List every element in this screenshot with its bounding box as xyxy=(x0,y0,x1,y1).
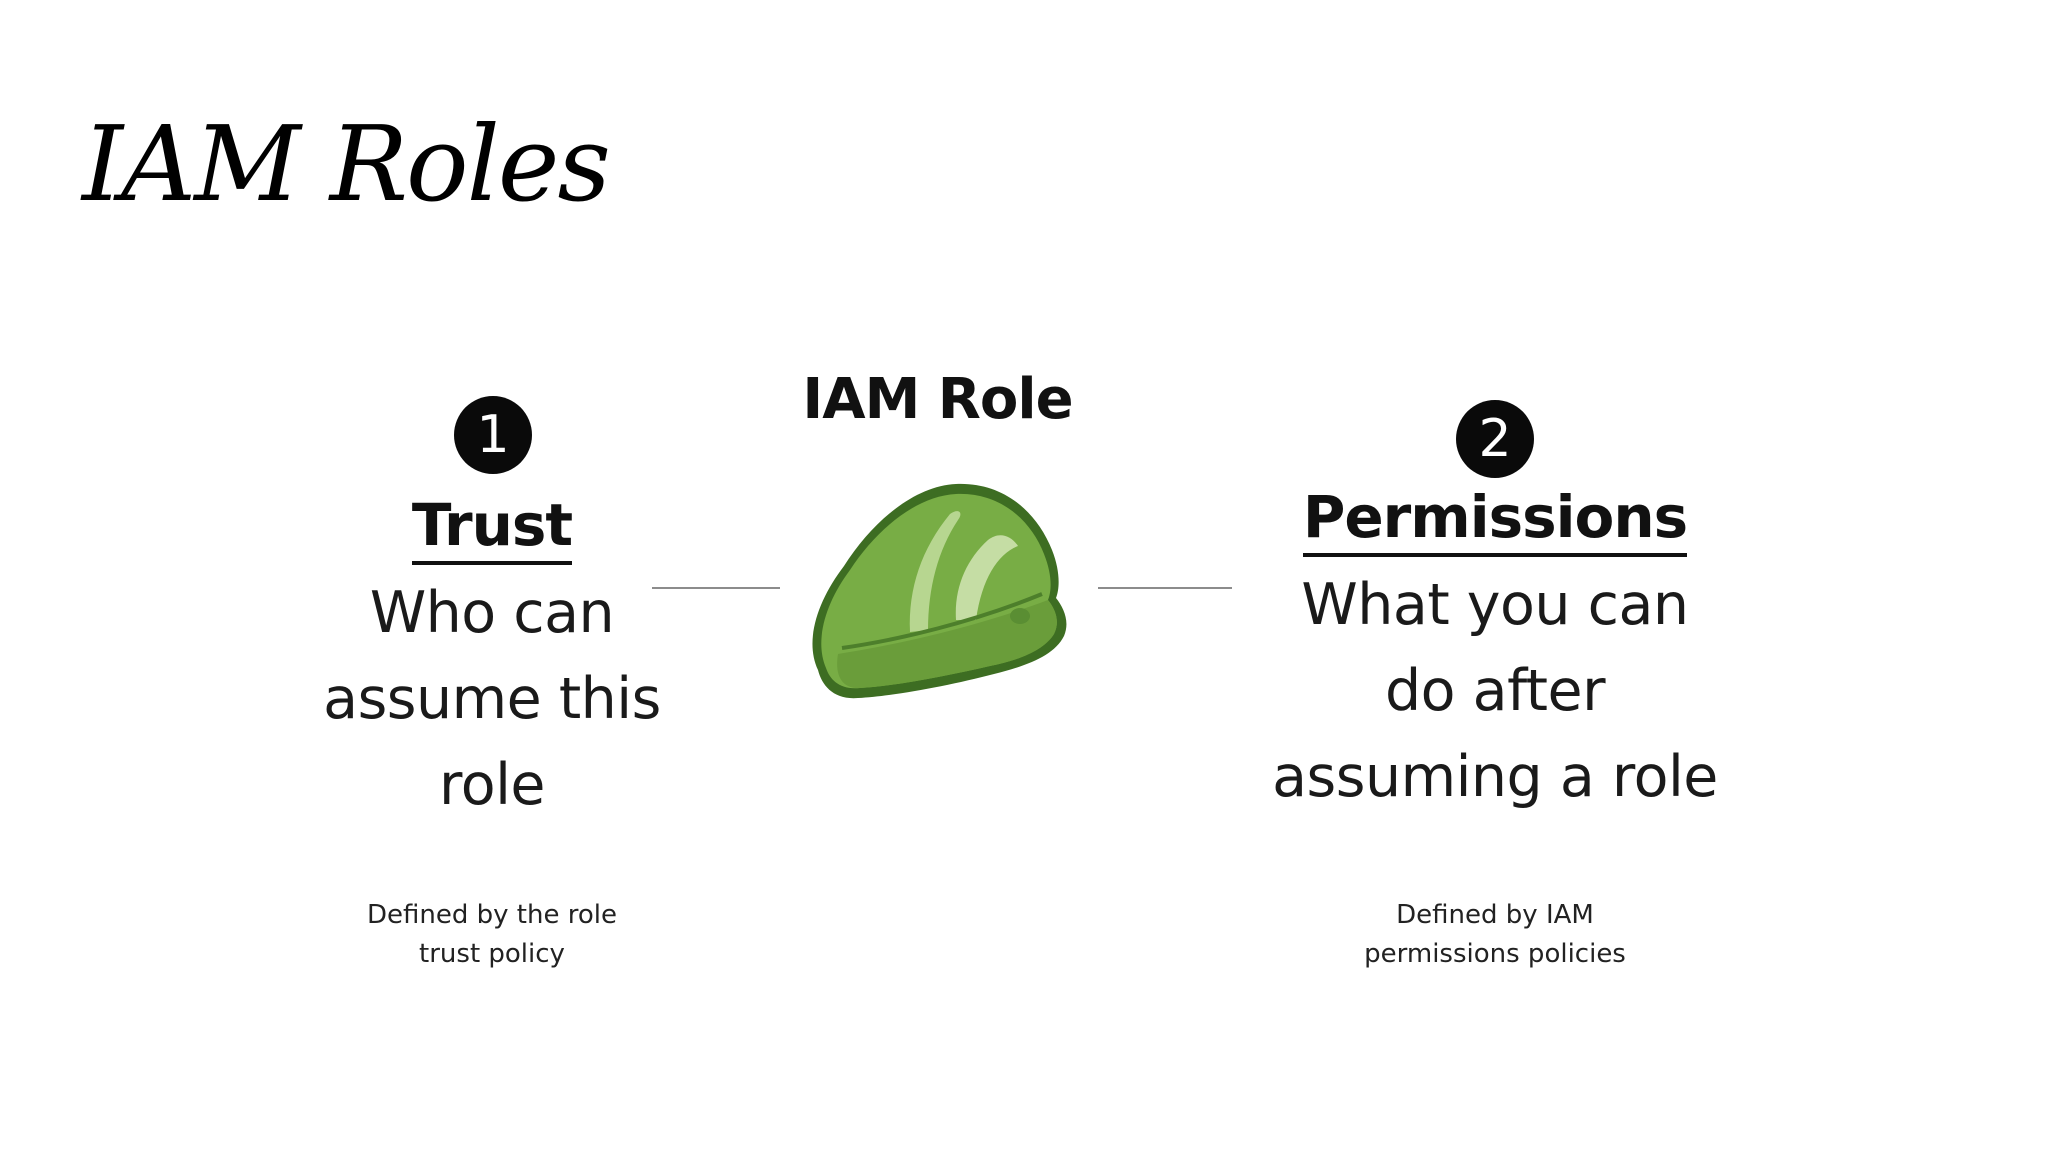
role-heading: IAM Role xyxy=(802,367,1073,432)
hard-hat-icon xyxy=(812,483,1067,699)
trust-note-line: Defined by the role xyxy=(367,900,617,930)
trust-note: Defined by the role trust policy xyxy=(282,896,702,974)
trust-note-line: trust policy xyxy=(419,939,565,969)
permissions-description-line: do after xyxy=(1384,658,1606,724)
trust-description-line: role xyxy=(439,752,545,818)
permissions-note-line: permissions policies xyxy=(1364,939,1626,969)
trust-heading-text: Trust xyxy=(411,491,573,565)
trust-description-line: Who can xyxy=(369,580,615,646)
trust-description: Who can assume this role xyxy=(282,570,702,828)
step-2-badge: 2 xyxy=(1456,400,1534,478)
step-1-badge: 1 xyxy=(454,396,532,474)
slide-title: IAM Roles xyxy=(82,103,611,225)
permissions-description: What you can do after assuming a role xyxy=(1215,562,1775,820)
trust-heading: Trust xyxy=(282,491,702,565)
permissions-note-line: Defined by IAM xyxy=(1396,900,1594,930)
right-connector-line xyxy=(1098,587,1232,589)
permissions-note: Defined by IAM permissions policies xyxy=(1215,896,1775,974)
permissions-description-line: What you can xyxy=(1301,572,1689,638)
permissions-description-line: assuming a role xyxy=(1272,744,1718,810)
trust-description-line: assume this xyxy=(323,666,661,732)
left-connector-line xyxy=(652,587,780,589)
permissions-heading: Permissions xyxy=(1215,483,1775,557)
permissions-heading-text: Permissions xyxy=(1302,483,1688,557)
